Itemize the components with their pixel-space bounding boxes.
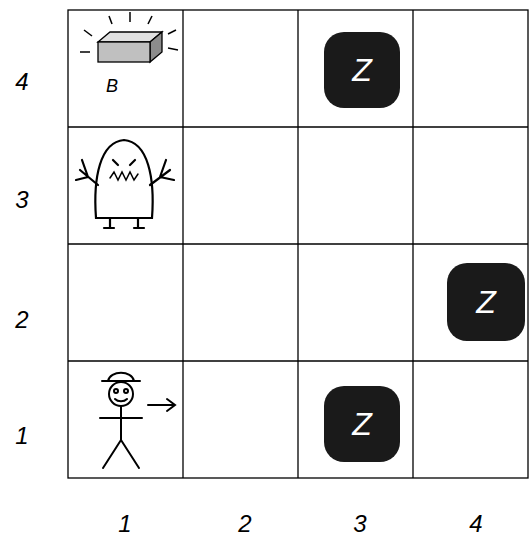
axis-number: 2 bbox=[15, 308, 28, 332]
pit-tile: Z bbox=[324, 32, 400, 108]
pit-letter: Z bbox=[476, 286, 496, 318]
axis-number: 1 bbox=[15, 424, 28, 448]
axis-number: 4 bbox=[469, 512, 482, 536]
pit-letter: Z bbox=[352, 408, 372, 440]
axis-number: 4 bbox=[15, 70, 28, 94]
pit-tile: Z bbox=[324, 386, 400, 462]
wumpus-monster bbox=[76, 140, 174, 228]
pit-tile: Z bbox=[447, 263, 525, 341]
grid bbox=[68, 10, 528, 478]
pit-letter: Z bbox=[352, 54, 372, 86]
axis-number: 2 bbox=[238, 512, 251, 536]
agent-figure bbox=[100, 373, 175, 468]
axis-number: 1 bbox=[118, 512, 131, 536]
gold-label: B bbox=[106, 77, 118, 95]
axis-number: 3 bbox=[353, 512, 366, 536]
gold-bar bbox=[80, 12, 178, 62]
axis-number: 3 bbox=[15, 188, 28, 212]
